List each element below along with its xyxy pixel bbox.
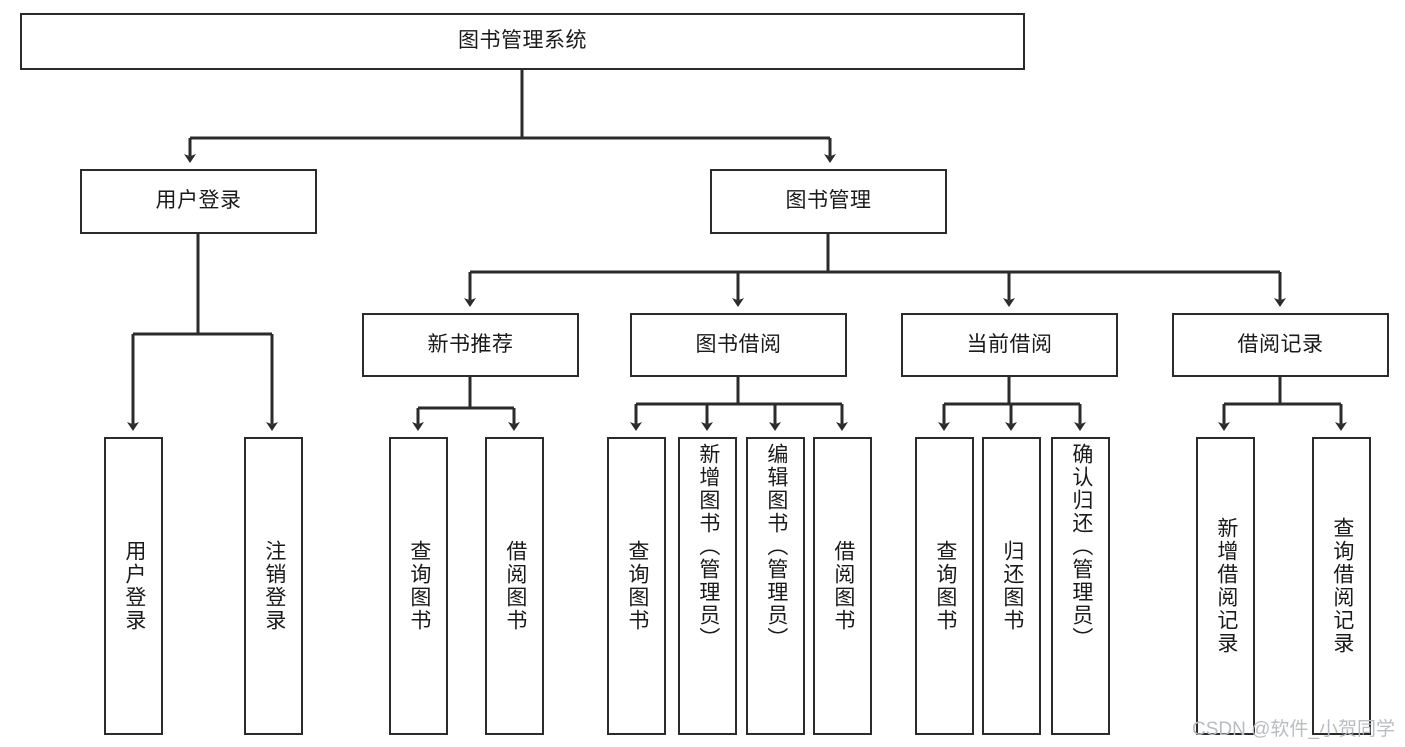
node-label: 图书管理系统 [458,29,587,53]
node-label: 新增借阅记录 [1214,517,1238,655]
node-label: 注销登录 [262,540,286,632]
node-leaf-query-book-recommend[interactable]: 查询图书 [389,437,448,735]
node-label: 归还图书 [1000,540,1024,632]
node-leaf-borrow-book-borrowing[interactable]: 借阅图书 [813,437,872,735]
node-leaf-add-book-admin[interactable]: 新增图书（管理员） [678,437,737,735]
node-borrowing-records[interactable]: 借阅记录 [1172,313,1389,377]
node-leaf-logout-login[interactable]: 注销登录 [244,437,303,735]
node-leaf-borrow-book-recommend[interactable]: 借阅图书 [485,437,544,735]
node-label: 图书管理 [785,189,872,213]
node-book-borrowing[interactable]: 图书借阅 [630,313,847,377]
node-new-book-recommendation[interactable]: 新书推荐 [362,313,579,377]
node-leaf-user-login[interactable]: 用户登录 [104,437,163,735]
watermark-text: CSDN @软件_小贺同学 [1192,719,1395,740]
node-leaf-return-book[interactable]: 归还图书 [982,437,1041,735]
node-leaf-confirm-return-admin[interactable]: 确认归还（管理员） [1051,437,1110,735]
node-label: 图书借阅 [695,332,782,356]
node-label: 查询图书 [933,540,957,632]
node-label: 查询图书 [407,540,431,632]
node-leaf-add-borrowing-record[interactable]: 新增借阅记录 [1196,437,1255,735]
node-user-login[interactable]: 用户登录 [80,169,317,234]
node-label: 确认归还（管理员） [1069,443,1093,650]
node-root-book-management-system[interactable]: 图书管理系统 [20,13,1025,70]
node-leaf-query-borrowing-record[interactable]: 查询借阅记录 [1312,437,1371,735]
node-label: 新书推荐 [427,332,514,356]
node-label: 借阅图书 [503,540,527,632]
node-label: 新增图书（管理员） [696,443,720,650]
node-label: 查询图书 [625,540,649,632]
node-label: 用户登录 [155,189,242,213]
node-label: 借阅图书 [831,540,855,632]
node-book-management[interactable]: 图书管理 [710,169,947,234]
node-label: 当前借阅 [966,332,1053,356]
node-leaf-edit-book-admin[interactable]: 编辑图书（管理员） [746,437,805,735]
node-leaf-query-book-borrowing[interactable]: 查询图书 [607,437,666,735]
node-current-borrowing[interactable]: 当前借阅 [901,313,1118,377]
node-label: 编辑图书（管理员） [764,443,788,650]
node-label: 用户登录 [122,540,146,632]
node-leaf-query-book-current[interactable]: 查询图书 [915,437,974,735]
node-label: 查询借阅记录 [1330,517,1354,655]
node-label: 借阅记录 [1237,332,1324,356]
